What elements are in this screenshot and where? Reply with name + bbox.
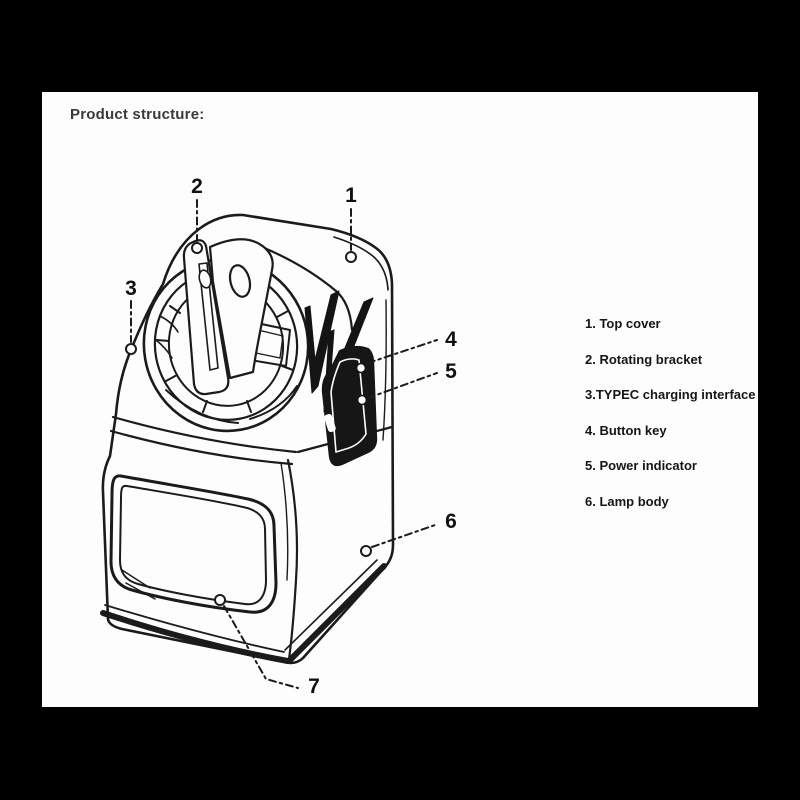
- legend-item-top-cover: 1. Top cover: [585, 316, 661, 331]
- callout-number-3: 3: [125, 277, 137, 300]
- leader-6: [371, 523, 439, 548]
- callout-number-7: 7: [308, 675, 320, 698]
- callout-number-6: 6: [445, 510, 457, 533]
- legend-item-typec-interface: 3.TYPEC charging interface: [585, 387, 756, 402]
- callout-number-4: 4: [445, 328, 457, 351]
- leader-7: [223, 605, 299, 689]
- charging-slot-highlight: [324, 413, 336, 433]
- anchor-rotating-bracket: [191, 242, 203, 254]
- legend-item-button-key: 4. Button key: [585, 422, 667, 438]
- legend-item-rotating-bracket: 2. Rotating bracket: [585, 351, 703, 367]
- callout-anchor-points: [125, 242, 372, 606]
- anchor-top-cover: [345, 251, 357, 263]
- callout-number-5: 5: [445, 360, 457, 383]
- lamp-body-outline: [101, 213, 395, 665]
- lamp-lens-window: [109, 474, 278, 614]
- button-key-panel: [321, 345, 378, 467]
- callout-number-2: 2: [191, 175, 203, 198]
- button-key-dot: [355, 362, 367, 374]
- anchor-lens-point: [214, 594, 226, 606]
- leader-4: [367, 339, 438, 364]
- callout-leader-lines: [130, 199, 439, 689]
- legend-item-power-indicator: 5. Power indicator: [585, 458, 697, 473]
- power-indicator-dot: [356, 394, 368, 406]
- anchor-lamp-body: [360, 545, 372, 557]
- legend-item-lamp-body: 6. Lamp body: [585, 493, 669, 509]
- parts-legend: 1. Top cover 2. Rotating bracket 3.TYPEC…: [585, 317, 756, 508]
- page-title: Product structure:: [70, 106, 205, 123]
- callout-number-1: 1: [345, 184, 357, 207]
- lamp-bottom-rim: [100, 559, 387, 664]
- content-panel: [42, 92, 758, 707]
- leader-5: [367, 372, 438, 399]
- rotating-bracket-prongs: [182, 238, 274, 396]
- anchor-typec-interface: [125, 343, 137, 355]
